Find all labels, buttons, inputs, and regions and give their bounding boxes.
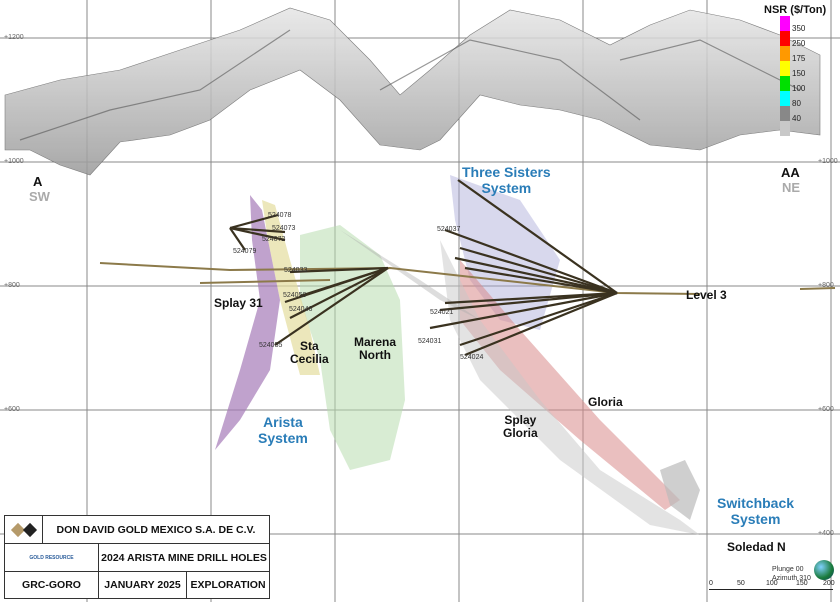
elevation-label: +800 bbox=[4, 282, 20, 289]
scale-tick: 0 bbox=[709, 580, 713, 587]
legend-swatch bbox=[780, 76, 790, 91]
legend-value: 350 bbox=[792, 24, 806, 33]
drill-hole-label: 524072 bbox=[262, 236, 286, 243]
azimuth-text: Azimuth 310 bbox=[772, 575, 811, 582]
scale-tick: 50 bbox=[737, 580, 745, 587]
topography-surface bbox=[4, 7, 821, 176]
department: EXPLORATION bbox=[190, 579, 266, 591]
plunge-text: Plunge 00 bbox=[772, 566, 804, 573]
elevation-label: +1200 bbox=[4, 34, 24, 41]
gloria-label: Gloria bbox=[588, 395, 623, 409]
legend-value: 40 bbox=[792, 114, 801, 123]
company-logo bbox=[5, 516, 43, 543]
gloria-zone bbox=[460, 260, 680, 510]
sta-cecilia-zone bbox=[262, 200, 320, 375]
level3-label: Level 3 bbox=[686, 288, 727, 302]
view-orientation: Plunge 00 Azimuth 310 bbox=[772, 565, 811, 583]
elevation-label: +400 bbox=[818, 530, 834, 537]
legend-value: 150 bbox=[792, 69, 806, 78]
section-start-direction: SW bbox=[29, 189, 50, 204]
drill-hole-label: 524037 bbox=[437, 226, 461, 233]
arista-system-label: Arista System bbox=[258, 414, 308, 446]
soledad-n-label: Soledad N bbox=[727, 540, 786, 554]
elevation-label: +800 bbox=[818, 282, 834, 289]
section-start-label: A bbox=[33, 174, 43, 189]
globe-icon bbox=[814, 560, 834, 580]
drill-hole-label: 524033 bbox=[284, 267, 308, 274]
legend-swatch bbox=[780, 46, 790, 61]
switchback-system-label: Switchback System bbox=[717, 495, 795, 527]
legend-value: 80 bbox=[792, 99, 801, 108]
switchback-zone bbox=[660, 460, 700, 520]
splay-gloria-zone bbox=[440, 240, 700, 535]
drawing-date: JANUARY 2025 bbox=[99, 572, 187, 598]
splay-gloria-label: Splay Gloria bbox=[503, 413, 538, 440]
drill-hole-label: 524046 bbox=[289, 306, 313, 313]
elevation-label: +600 bbox=[4, 406, 20, 413]
company-name: DON DAVID GOLD MEXICO S.A. DE C.V. bbox=[56, 523, 256, 536]
legend-swatch bbox=[780, 106, 790, 121]
title-block: DON DAVID GOLD MEXICO S.A. DE C.V. GOLD … bbox=[4, 515, 270, 599]
scale-tick: 100 bbox=[766, 580, 778, 587]
drift-level-3 bbox=[99, 262, 836, 295]
legend-swatch bbox=[780, 61, 790, 76]
drill-hole-label: 524024 bbox=[460, 354, 484, 361]
splay31-label: Splay 31 bbox=[214, 296, 263, 310]
legend-swatch bbox=[780, 91, 790, 106]
gold-resource-logo: GOLD RESOURCE bbox=[5, 544, 99, 571]
scale-tick: 150 bbox=[796, 580, 808, 587]
legend-title: NSR ($/Ton) bbox=[764, 4, 827, 16]
drill-hole-label: 524055 bbox=[259, 342, 283, 349]
splay31-zone bbox=[215, 195, 280, 450]
legend-value: 100 bbox=[792, 84, 806, 93]
drill-holes bbox=[229, 179, 618, 357]
nsr-legend: NSR ($/Ton) 350 250 175 150 100 80 40 bbox=[764, 4, 840, 146]
section-end-label: AA bbox=[781, 165, 800, 180]
elevation-label: +1000 bbox=[818, 158, 838, 165]
section-end-direction: NE bbox=[782, 180, 801, 195]
drill-hole-label: 524031 bbox=[418, 338, 442, 345]
marena-north-label: Marena North bbox=[354, 335, 397, 362]
ore-bodies bbox=[215, 175, 700, 535]
elevation-label: +1000 bbox=[4, 158, 24, 165]
sta-cecilia-label: Sta Cecilia bbox=[290, 339, 329, 366]
drawing-title: 2024 ARISTA MINE DRILL HOLES bbox=[101, 551, 267, 564]
legend-swatch bbox=[780, 16, 790, 31]
three-sisters-system-label: Three Sisters System bbox=[462, 164, 551, 196]
drill-hole-label: 524079 bbox=[233, 248, 257, 255]
legend-swatch bbox=[780, 31, 790, 46]
marena-north-zone bbox=[300, 225, 405, 470]
project-code: GRC-GORO bbox=[5, 572, 99, 598]
elevation-label: +600 bbox=[818, 406, 834, 413]
drill-hole-label: 524021 bbox=[430, 309, 454, 316]
scale-tick: 200 bbox=[823, 580, 835, 587]
drill-hole-label: 524073 bbox=[272, 225, 296, 232]
legend-value: 250 bbox=[792, 39, 806, 48]
legend-value: 175 bbox=[792, 54, 806, 63]
legend-swatch bbox=[780, 121, 790, 136]
drill-hole-label: 524050 bbox=[283, 292, 307, 299]
drill-hole-label: 524078 bbox=[268, 212, 292, 219]
